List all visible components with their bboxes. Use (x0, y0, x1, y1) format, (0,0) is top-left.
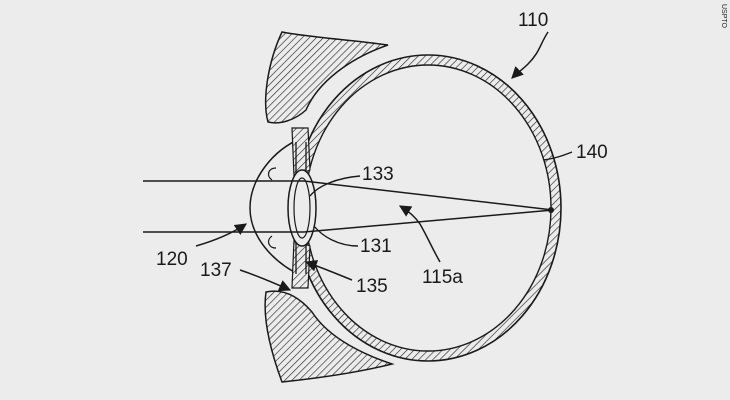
side-mark: USPTO (720, 4, 727, 29)
leader-133 (309, 175, 361, 197)
leader-137 (239, 269, 292, 292)
leader-135 (304, 260, 353, 281)
cornea-fold-upper (267, 167, 277, 181)
converging-ray-lower (303, 209, 554, 233)
label-137: 137 (200, 260, 232, 281)
label-135: 135 (356, 276, 388, 297)
cornea (249, 136, 303, 278)
label-133: 133 (362, 164, 394, 185)
ciliary-band-lower (291, 239, 311, 289)
lens (287, 169, 317, 247)
label-110: 110 (518, 10, 548, 31)
eyeball-inner-outline (304, 64, 552, 352)
focal-point (548, 207, 554, 213)
lens-inner (293, 177, 311, 239)
leader-140 (543, 151, 573, 161)
leader-131 (313, 225, 359, 247)
lower-orbit-bone (264, 290, 395, 383)
label-120: 120 (156, 249, 188, 270)
cornea-fold-lower (267, 235, 277, 249)
leader-115a (398, 205, 441, 263)
leader-120 (195, 223, 247, 247)
leader-110 (511, 31, 549, 79)
label-131: 131 (360, 236, 392, 257)
label-140: 140 (576, 142, 608, 163)
upper-orbit-bone (264, 31, 389, 124)
ciliary-band-upper (291, 127, 311, 177)
label-115a: 115a (422, 267, 463, 288)
converging-ray-upper (303, 180, 554, 211)
